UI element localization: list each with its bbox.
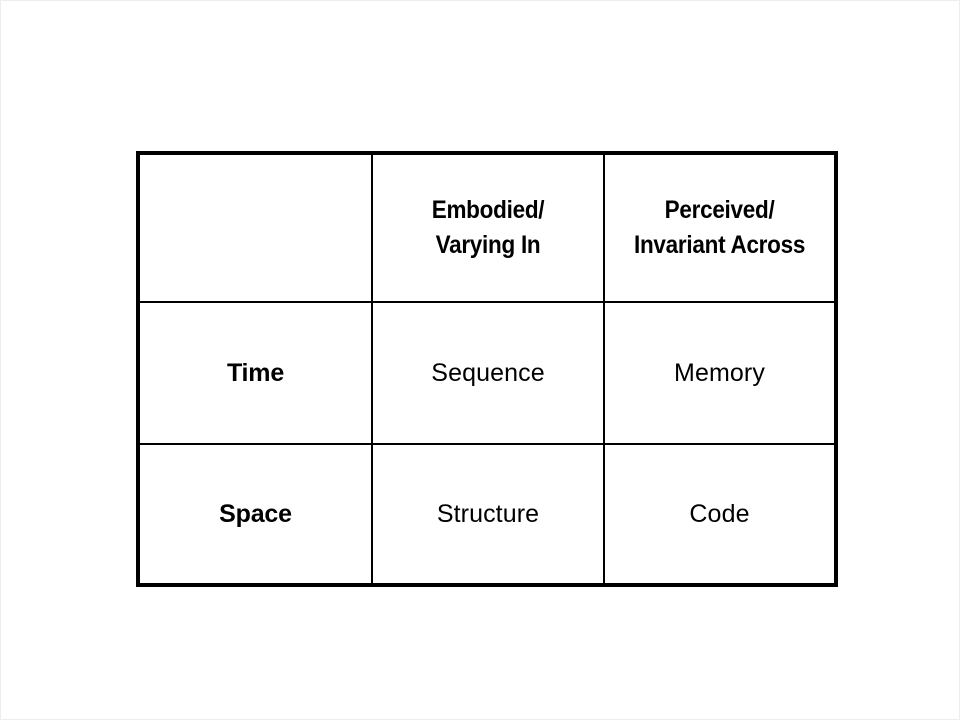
- column-header-embodied-varying-in-label: Embodied/ Varying In: [431, 195, 545, 260]
- cell-time-perceived: Memory: [603, 301, 837, 445]
- cell-space-embodied: Structure: [371, 443, 605, 586]
- row-label-space: Space: [137, 443, 373, 586]
- cell-space-embodied-text: Structure: [436, 500, 540, 528]
- cell-space-perceived: Code: [603, 443, 837, 586]
- table-header-row: Embodied/ Varying In Perceived/ Invarian…: [137, 152, 836, 303]
- cell-time-embodied: Sequence: [371, 301, 605, 445]
- table-row-time: Time Sequence Memory: [137, 301, 837, 445]
- table-corner-cell: [137, 152, 373, 303]
- row-label-space-text: Space: [219, 500, 292, 528]
- embodiment-invariance-matrix: Embodied/ Varying In Perceived/ Invarian…: [136, 151, 838, 587]
- column-header-perceived-invariant-across: Perceived/ Invariant Across: [614, 152, 826, 303]
- table-row-space: Space Structure Code: [137, 443, 837, 586]
- cell-time-perceived-text: Memory: [674, 359, 765, 387]
- column-header-embodied-varying-in: Embodied/ Varying In: [382, 152, 594, 303]
- cell-space-perceived-text: Code: [689, 500, 750, 528]
- column-header-perceived-invariant-across-label: Perceived/ Invariant Across: [633, 195, 806, 260]
- cell-time-embodied-text: Sequence: [431, 359, 545, 387]
- row-label-time: Time: [137, 301, 373, 445]
- row-label-time-text: Time: [226, 359, 285, 387]
